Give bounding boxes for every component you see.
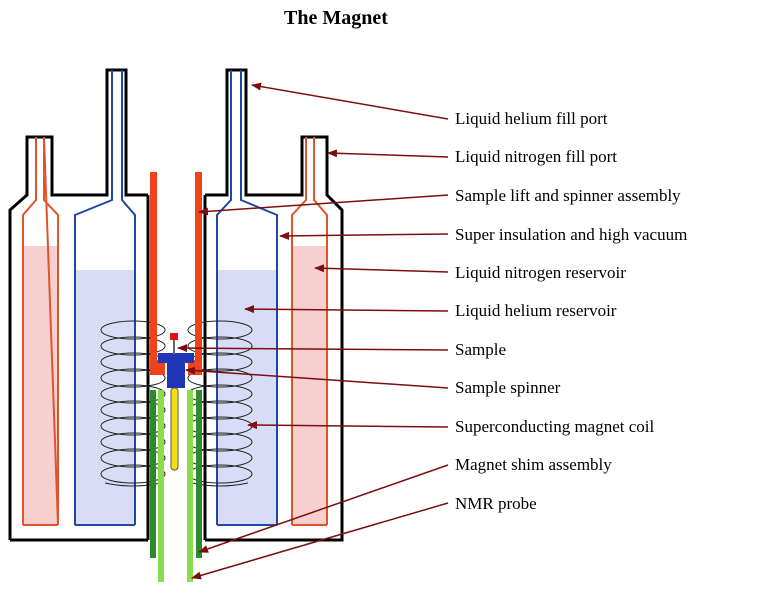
- nmr-probe: [158, 390, 193, 582]
- probe-right: [187, 390, 193, 582]
- coil-loop-left-8: [100, 432, 166, 452]
- label-group: Liquid helium fill port Liquid nitrogen …: [455, 109, 687, 513]
- arrow-sample-spinner: [185, 366, 449, 389]
- sample-stem: [173, 340, 175, 354]
- sample-spinner: [158, 353, 194, 388]
- shim-left-dark: [150, 390, 156, 558]
- coil-loop-right-1: [187, 320, 253, 340]
- magnet-shim-assembly: [150, 390, 202, 558]
- coil-loop-left-1: [100, 320, 166, 340]
- coil-loop-right-4: [187, 368, 253, 388]
- coil-loop-left-7: [100, 416, 166, 436]
- coil-loop-left-2: [100, 336, 166, 356]
- arrow-helium-fill-port: [251, 82, 449, 120]
- sample-tube: [170, 387, 179, 471]
- leader-arrows: [177, 82, 449, 580]
- coil-loop-left-5: [100, 384, 166, 404]
- spinner-body: [167, 353, 185, 388]
- coil-loop-right-2: [187, 336, 253, 356]
- nitrogen-liquid-right: [292, 246, 327, 525]
- lift-assembly-right-rail: [188, 172, 202, 375]
- magnet-coil-left: [100, 320, 166, 487]
- arrow-nmr-probe: [191, 502, 449, 580]
- label-shim-assembly: Magnet shim assembly: [455, 455, 612, 474]
- lift-assembly-left-rail: [150, 172, 165, 375]
- helium-liquid-left: [75, 270, 135, 525]
- nitrogen-wall-right: [291, 137, 328, 525]
- diagram-title: The Magnet: [284, 7, 388, 29]
- shim-right-dark: [196, 390, 202, 558]
- coil-loop-left-10: [100, 464, 166, 484]
- label-super-insulation: Super insulation and high vacuum: [455, 225, 687, 244]
- arrow-shim-assembly: [198, 464, 449, 553]
- sample-cap: [170, 333, 178, 340]
- helium-liquid-right: [217, 270, 277, 525]
- arrow-magnet-coil: [247, 421, 449, 430]
- label-nmr-probe: NMR probe: [455, 494, 537, 513]
- coil-loop-left-6: [100, 400, 166, 420]
- coil-loop-left-4: [100, 368, 166, 388]
- nitrogen-reservoir-left: [22, 136, 59, 526]
- arrow-helium-reservoir: [244, 305, 449, 314]
- probe-left: [158, 390, 164, 582]
- sample: [170, 333, 179, 471]
- nitrogen-reservoir-right: [291, 137, 328, 526]
- sample-lift-assembly: [150, 172, 202, 375]
- label-sample-spinner: Sample spinner: [455, 378, 561, 397]
- arrow-nitrogen-fill-port: [327, 149, 449, 158]
- outer-dewar-left-wall: [8, 68, 148, 540]
- arrow-sample-lift: [198, 194, 449, 216]
- coil-loop-left-9: [100, 448, 166, 468]
- nitrogen-wall-left: [22, 136, 59, 526]
- helium-wall-left: [74, 70, 136, 525]
- coil-end-left: [104, 482, 162, 487]
- label-helium-reservoir: Liquid helium reservoir: [455, 301, 617, 320]
- label-sample-lift: Sample lift and spinner assembly: [455, 186, 681, 205]
- arrow-nitrogen-reservoir: [314, 264, 449, 273]
- arrow-sample: [177, 344, 449, 353]
- magnet-coil-right: [187, 320, 253, 487]
- label-magnet-coil: Superconducting magnet coil: [455, 417, 655, 436]
- label-helium-fill-port: Liquid helium fill port: [455, 109, 608, 128]
- arrow-super-insulation: [279, 231, 449, 240]
- label-nitrogen-fill-port: Liquid nitrogen fill port: [455, 147, 617, 166]
- label-sample: Sample: [455, 340, 506, 359]
- label-nitrogen-reservoir: Liquid nitrogen reservoir: [455, 263, 626, 282]
- outer-dewar: [8, 68, 344, 542]
- outer-dewar-right-wall: [205, 68, 344, 542]
